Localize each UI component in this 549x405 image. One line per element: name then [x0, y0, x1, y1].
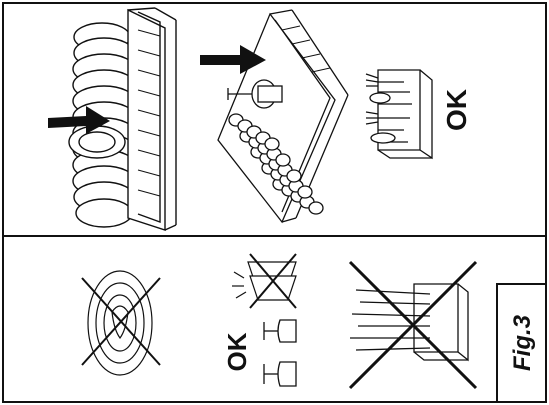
glass-base: [276, 154, 290, 166]
glass-base: [298, 186, 312, 198]
ok-label-top: OK: [441, 89, 472, 131]
figure-caption: Fig.3: [509, 314, 536, 371]
glass-base: [309, 202, 323, 214]
ok-label-bottom: OK: [222, 332, 252, 371]
glass-base: [287, 170, 301, 182]
glass-base: [265, 138, 279, 150]
